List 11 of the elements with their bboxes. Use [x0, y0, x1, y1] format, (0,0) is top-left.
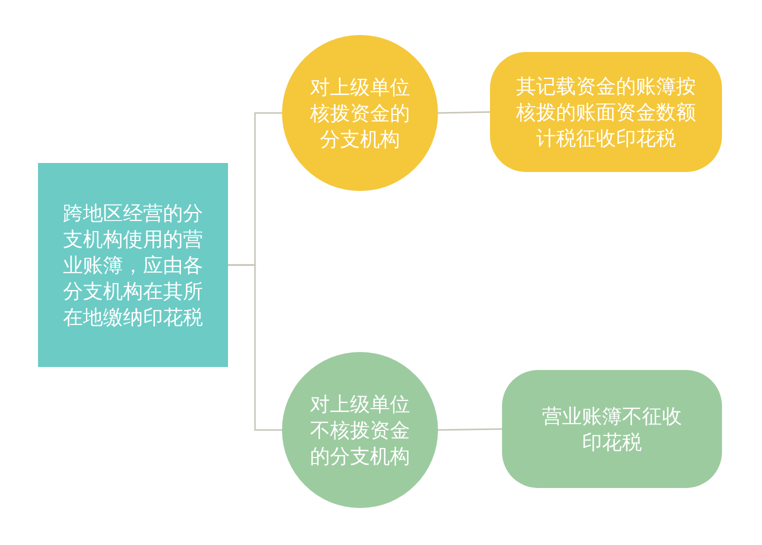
node-label: 对上级单位核拨资金的分支机构	[310, 74, 410, 152]
node-label: 其记载资金的账簿按核拨的账面资金数额计税征收印花税	[516, 73, 696, 151]
node-label: 对上级单位不核拨资金的分支机构	[310, 391, 410, 469]
result-box	[502, 370, 722, 488]
connector-line	[438, 428, 502, 431]
process-box	[38, 163, 228, 367]
node-label: 营业账簿不征收印花税	[542, 403, 682, 455]
connector-line	[438, 111, 490, 114]
node-label: 跨地区经营的分支机构使用的营业账簿，应由各分支机构在其所在地缴纳印花税	[63, 200, 203, 330]
result-box	[490, 52, 722, 172]
connector-line	[228, 264, 282, 431]
